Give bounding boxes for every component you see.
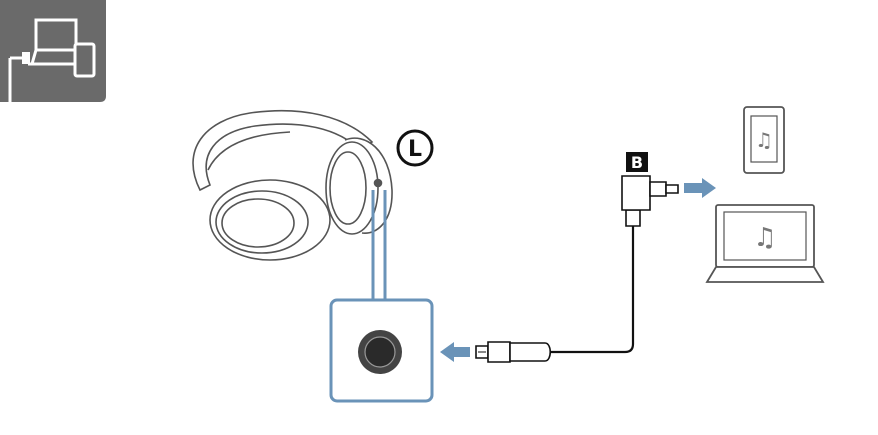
smartphone-music-icon: ♫: [743, 106, 785, 174]
svg-text:♫: ♫: [753, 223, 776, 253]
arrow-right-icon: [684, 178, 716, 198]
wired-devices-icon: [0, 0, 106, 102]
callout-lines: [371, 190, 387, 300]
cable-end-label: B: [631, 153, 643, 172]
angled-plug: [621, 175, 679, 227]
arrow-left-icon: [440, 342, 470, 362]
headphones-icon: [192, 109, 393, 261]
cable-end-marker: B: [626, 152, 648, 172]
straight-plug: [475, 341, 552, 363]
svg-text:♫: ♫: [755, 128, 773, 152]
left-side-label: L: [408, 137, 422, 162]
laptop-music-icon: ♫: [705, 204, 825, 283]
audio-cable: [550, 226, 635, 354]
left-side-marker: L: [396, 129, 434, 167]
jack-zoom-box: [329, 298, 434, 403]
